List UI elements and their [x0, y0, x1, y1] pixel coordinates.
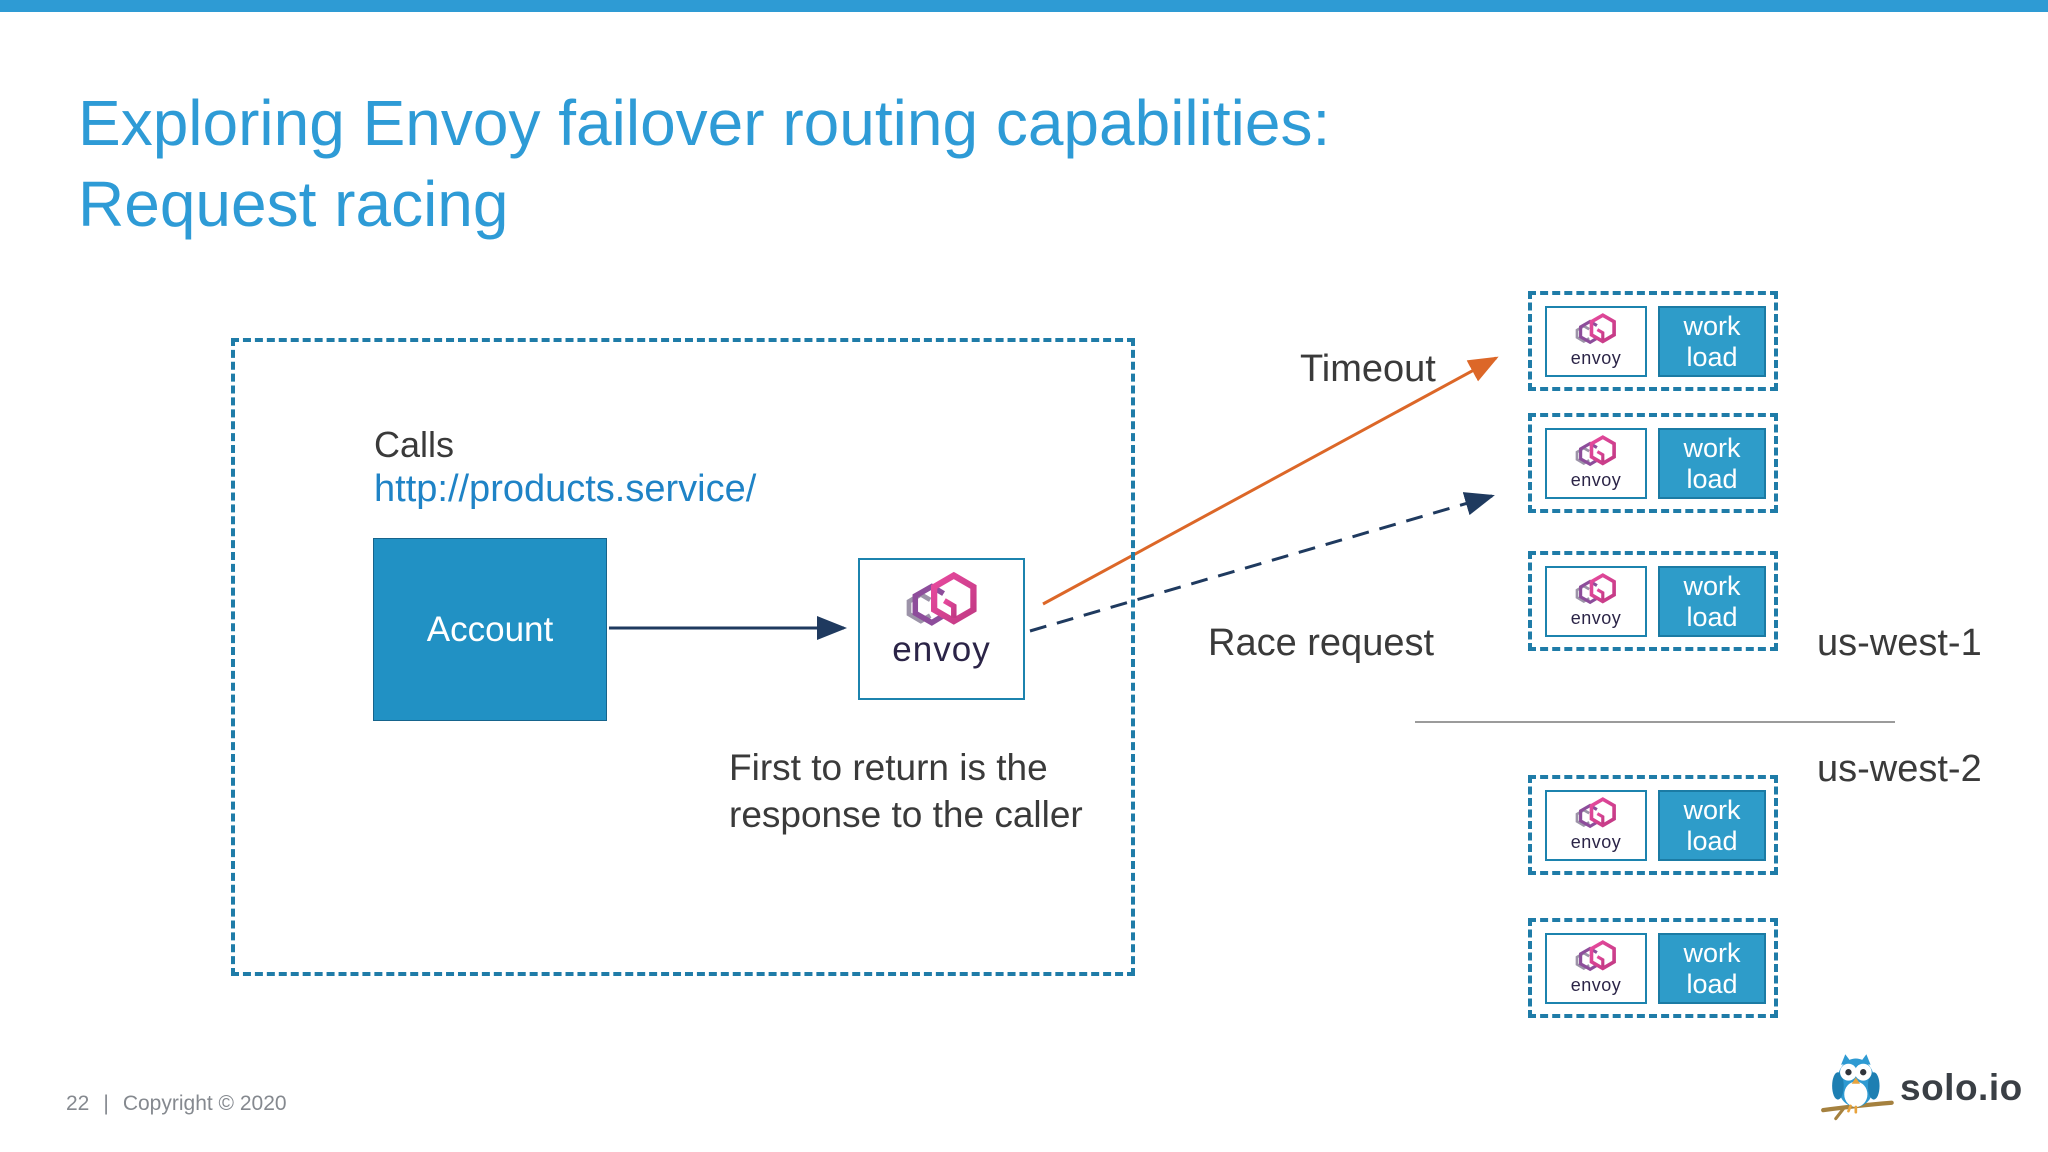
- page-number: 22: [66, 1092, 90, 1115]
- workload-box: work load: [1658, 790, 1766, 861]
- envoy-wordmark: envoy: [1570, 348, 1622, 368]
- region-label-us-west-1: us-west-1: [1817, 622, 1982, 664]
- envoy-logo-icon: [1575, 435, 1616, 467]
- envoy-wordmark: envoy: [1570, 470, 1622, 490]
- envoy-proxy-box: envoy: [858, 558, 1025, 700]
- timeout-label: Timeout: [1300, 348, 1436, 390]
- products-service-link[interactable]: http://products.service/: [374, 468, 757, 510]
- workload-instance-uswest1-2: envoy work load: [1528, 413, 1778, 513]
- account-label: Account: [426, 609, 554, 649]
- note-line1: First to return is the: [729, 747, 1048, 788]
- calls-label: Calls: [374, 424, 455, 465]
- envoy-logo-icon: [1575, 797, 1616, 829]
- region-divider: [1415, 721, 1895, 723]
- envoy-sidecar-box: envoy: [1545, 306, 1647, 377]
- workload-label-line2: load: [1686, 968, 1738, 999]
- envoy-sidecar-box: envoy: [1545, 566, 1647, 637]
- envoy-logo-icon: [898, 570, 986, 636]
- workload-instance-uswest2-1: envoy work load: [1528, 775, 1778, 875]
- footer-separator: |: [103, 1092, 109, 1115]
- workload-label-line2: load: [1686, 825, 1738, 856]
- solo-io-brand: solo.io: [1820, 1052, 2023, 1124]
- account-service-box: Account: [373, 538, 607, 721]
- envoy-logo-icon: [1575, 940, 1616, 972]
- footer: 22 | Copyright © 2020: [66, 1092, 287, 1116]
- workload-box: work load: [1658, 933, 1766, 1004]
- envoy-sidecar-box: envoy: [1545, 790, 1647, 861]
- workload-label-line2: load: [1686, 463, 1738, 494]
- request-flow-group-box: [231, 338, 1135, 976]
- note-line2: response to the caller: [729, 794, 1083, 835]
- workload-label-line1: work: [1683, 570, 1741, 601]
- workload-label-line1: work: [1683, 937, 1741, 968]
- top-accent-bar: [0, 0, 2048, 12]
- envoy-sidecar-box: envoy: [1545, 428, 1647, 499]
- workload-box: work load: [1658, 306, 1766, 377]
- brand-wordmark: solo.io: [1900, 1067, 2023, 1108]
- workload-label-line2: load: [1686, 601, 1738, 632]
- slide-title-line1: Exploring Envoy failover routing capabil…: [78, 86, 1331, 159]
- workload-label-line2: load: [1686, 341, 1738, 372]
- envoy-wordmark: envoy: [892, 630, 991, 669]
- envoy-wordmark: envoy: [1570, 832, 1622, 852]
- envoy-wordmark: envoy: [1570, 608, 1622, 628]
- workload-box: work load: [1658, 566, 1766, 637]
- race-request-label: Race request: [1208, 622, 1435, 664]
- envoy-sidecar-box: envoy: [1545, 933, 1647, 1004]
- workload-label-line1: work: [1683, 310, 1741, 341]
- solo-io-owl-icon: [1821, 1054, 1894, 1121]
- envoy-wordmark: envoy: [1570, 975, 1622, 995]
- workload-label-line1: work: [1683, 794, 1741, 825]
- slide-title: Exploring Envoy failover routing capabil…: [78, 83, 1330, 245]
- envoy-logo-icon: [1575, 573, 1616, 605]
- workload-label-line1: work: [1683, 432, 1741, 463]
- first-to-return-note: First to return is the response to the c…: [729, 744, 1083, 838]
- workload-instance-uswest1-1: envoy work load: [1528, 291, 1778, 391]
- workload-instance-uswest2-2: envoy work load: [1528, 918, 1778, 1018]
- region-label-us-west-2: us-west-2: [1817, 748, 1982, 790]
- workload-instance-uswest1-3: envoy work load: [1528, 551, 1778, 651]
- slide-title-line2: Request racing: [78, 167, 509, 240]
- envoy-logo-icon: [1575, 313, 1616, 345]
- workload-box: work load: [1658, 428, 1766, 499]
- copyright-text: Copyright © 2020: [122, 1092, 287, 1115]
